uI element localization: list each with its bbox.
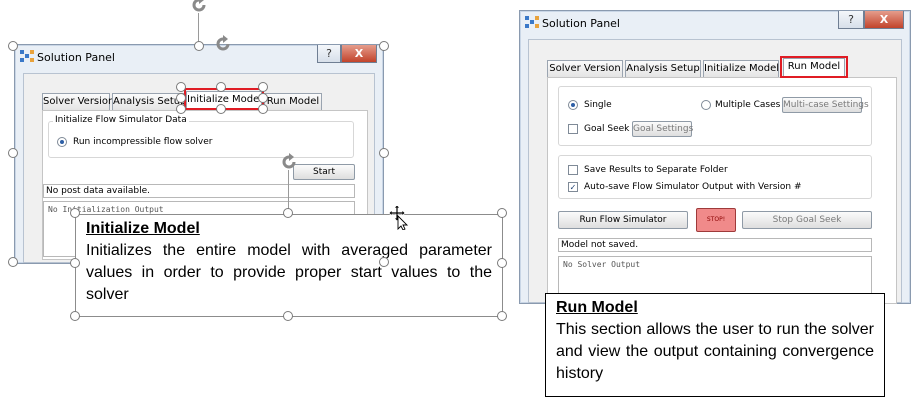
- left-window-handle-mr[interactable]: [379, 148, 389, 158]
- right-tab-panel: Single Multiple Cases Multi-case Setting…: [547, 77, 897, 304]
- tab-highlight-handle-bl[interactable]: [176, 104, 186, 114]
- tab-highlight-box: [780, 56, 848, 78]
- right-status-field: Model not saved.: [558, 238, 872, 252]
- right-window-title: Solution Panel: [542, 17, 620, 30]
- close-button[interactable]: X: [864, 11, 904, 29]
- tab-highlight-handle-tr[interactable]: [258, 82, 268, 92]
- run-model-callout[interactable]: Run Model This section allows the user t…: [545, 293, 885, 397]
- initialize-model-callout[interactable]: Initialize Model Initializes the entire …: [75, 214, 503, 317]
- save-results-label: Save Results to Separate Folder: [584, 165, 728, 175]
- tab-analysis-setup[interactable]: Analysis Setup: [112, 93, 187, 110]
- callout-handle-ml[interactable]: [70, 258, 80, 268]
- goal-seek-checkbox[interactable]: [568, 124, 578, 134]
- left-window-handle-ml[interactable]: [8, 148, 18, 158]
- tab-initialize-model[interactable]: Initialize Model: [703, 60, 779, 77]
- rotate-connector-line: [198, 13, 199, 42]
- tab-highlight-handle-mr[interactable]: [258, 93, 268, 103]
- stop-goal-seek-button[interactable]: Stop Goal Seek: [742, 211, 872, 229]
- callout-heading: Run Model: [556, 299, 638, 316]
- rotate-handle-icon[interactable]: [280, 153, 298, 171]
- init-group-title: Initialize Flow Simulator Data: [53, 115, 189, 125]
- callout-body: Initializes the entire model with averag…: [86, 242, 492, 303]
- rotate-handle-icon[interactable]: [214, 35, 232, 53]
- help-button[interactable]: ?: [317, 45, 341, 63]
- right-solution-panel-window: Solution Panel ? X Solver Version Analys…: [519, 10, 911, 304]
- autosave-checkbox[interactable]: ✓: [568, 182, 578, 192]
- output-options-group: [558, 155, 872, 199]
- app-icon: [525, 16, 540, 29]
- callout-handle-bm[interactable]: [283, 311, 293, 321]
- goal-settings-button[interactable]: Goal Settings: [632, 121, 693, 137]
- callout-handle-bl[interactable]: [70, 311, 80, 321]
- right-client-area: Solver Version Analysis Setup Initialize…: [528, 39, 902, 304]
- autosave-label: Auto-save Flow Simulator Output with Ver…: [584, 182, 802, 192]
- callout-handle-tm[interactable]: [283, 208, 293, 218]
- callout-handle-mr[interactable]: [497, 258, 507, 268]
- left-window-handle-tl[interactable]: [8, 41, 18, 51]
- callout-handle-br[interactable]: [497, 311, 507, 321]
- tab-highlight-handle-tm[interactable]: [216, 82, 226, 92]
- incompressible-radio[interactable]: [57, 137, 67, 147]
- left-status-field: No post data available.: [43, 184, 355, 198]
- tab-solver-version[interactable]: Solver Version: [547, 60, 623, 77]
- multiple-cases-radio[interactable]: [701, 100, 711, 110]
- move-cursor-icon: [388, 204, 409, 230]
- start-button[interactable]: Start: [293, 164, 355, 180]
- callout-handle-tr[interactable]: [497, 208, 507, 218]
- incompressible-label: Run incompressible flow solver: [73, 137, 213, 147]
- callout-body: This section allows the user to run the …: [556, 321, 874, 382]
- rotate-handle-icon[interactable]: [190, 0, 208, 14]
- tab-highlight-handle-tl[interactable]: [176, 82, 186, 92]
- tab-run-model[interactable]: Run Model: [783, 58, 845, 77]
- right-title-bar[interactable]: Solution Panel ? X: [520, 11, 910, 37]
- case-options-group: [558, 86, 872, 146]
- save-results-checkbox[interactable]: [568, 165, 578, 175]
- left-window-handle-tr[interactable]: [379, 41, 389, 51]
- left-window-handle-bl[interactable]: [8, 257, 18, 267]
- help-button[interactable]: ?: [838, 11, 864, 29]
- stop-button[interactable]: STOP!: [696, 208, 736, 232]
- multiple-cases-label: Multiple Cases: [715, 100, 781, 110]
- tab-highlight-handle-br[interactable]: [258, 104, 268, 114]
- single-radio[interactable]: [568, 100, 578, 110]
- close-button[interactable]: X: [341, 45, 377, 63]
- tab-run-model[interactable]: Run Model: [264, 93, 322, 110]
- goal-seek-label: Goal Seek: [584, 124, 630, 134]
- tab-highlight-handle-ml[interactable]: [176, 93, 186, 103]
- tab-highlight-handle-bm[interactable]: [216, 104, 226, 114]
- app-icon: [20, 50, 35, 63]
- callout-heading: Initialize Model: [86, 220, 200, 237]
- rotate-connector-line: [288, 170, 289, 210]
- left-window-title: Solution Panel: [37, 51, 115, 64]
- multicase-settings-button[interactable]: Multi-case Settings: [782, 97, 869, 113]
- run-flow-simulator-button[interactable]: Run Flow Simulator: [558, 211, 688, 229]
- init-group: [48, 121, 354, 158]
- left-title-bar[interactable]: Solution Panel ? X: [15, 45, 383, 71]
- tab-analysis-setup[interactable]: Analysis Setup: [625, 60, 701, 77]
- left-window-handle-tm[interactable]: [194, 41, 204, 51]
- callout-handle-tl[interactable]: [70, 208, 80, 218]
- single-label: Single: [584, 100, 612, 110]
- tab-solver-version[interactable]: Solver Version: [42, 93, 114, 110]
- left-window-handle-br[interactable]: [379, 257, 389, 267]
